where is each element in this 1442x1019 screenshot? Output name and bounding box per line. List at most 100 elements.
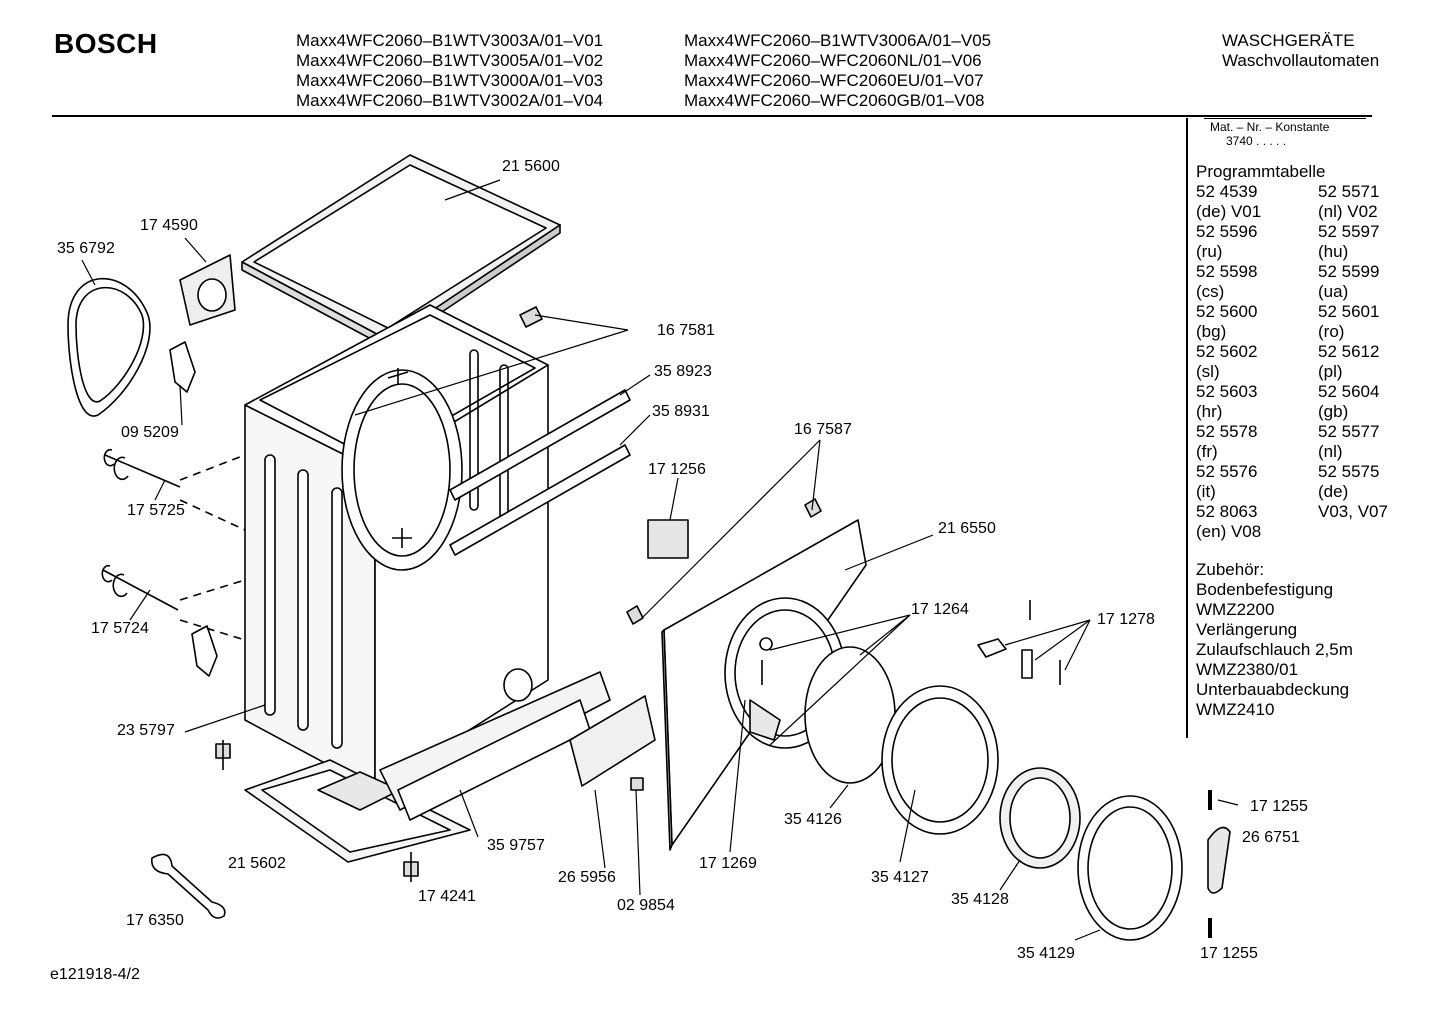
door-glass-part: [999, 767, 1081, 869]
part-number-label: 35 4127: [871, 869, 929, 886]
part-number-label: 21 6550: [938, 520, 996, 537]
drawing-id: e121918-4/2: [50, 966, 140, 983]
bearing-housing-part: [179, 254, 236, 326]
sidebar-rule: [1186, 118, 1188, 738]
clip-part: [191, 625, 218, 677]
program-table-row: (sl) (pl): [1196, 362, 1388, 382]
program-table-cell: (fr): [1196, 442, 1218, 461]
program-table-cell: 52 8063: [1196, 502, 1258, 521]
program-table-cell: (en) V08: [1196, 522, 1262, 541]
model-line: Maxx4WFC2060–B1WTV3006A/01–V05: [684, 31, 992, 50]
program-table-cell: 52 5577: [1318, 422, 1380, 441]
program-table-cell: (it): [1196, 482, 1216, 501]
front-panel-part: [379, 668, 611, 821]
door-inner-ring-part: [881, 685, 999, 835]
program-table-cell: 52 5604: [1318, 382, 1380, 401]
program-table-cell: 52 5600: [1196, 302, 1258, 321]
program-table-row: 52 5603 52 5604: [1196, 382, 1388, 402]
program-table-cell: 52 5578: [1196, 422, 1258, 441]
program-table-cell: (gb): [1318, 402, 1349, 421]
part-number-label: 17 4590: [140, 217, 198, 234]
program-table-cell: 52 5576: [1196, 462, 1258, 481]
program-table-cell: 52 5599: [1318, 262, 1380, 281]
header-rule: [52, 115, 1372, 117]
leader-lines: [81, 179, 1239, 941]
model-line: Maxx4WFC2060–B1WTV3003A/01–V01: [296, 31, 604, 50]
program-table-row: 52 5602 52 5612: [1196, 342, 1388, 362]
program-table-cell: 52 5596: [1196, 222, 1258, 241]
program-table-row: (cs) (ua): [1196, 282, 1388, 302]
part-number-label: 35 6792: [57, 240, 115, 257]
program-table-cell: (de) V01: [1196, 202, 1262, 221]
program-table-cell: 52 5612: [1318, 342, 1380, 361]
program-table-title: Programmtabelle: [1196, 162, 1326, 181]
part-number-label: 17 1264: [911, 601, 969, 618]
clip-part: [169, 341, 196, 393]
mat-nr-label: Mat. – Nr. – Konstante: [1210, 120, 1330, 134]
program-table-row: (it)(de): [1196, 482, 1388, 502]
door-outer-ring-part: [1077, 795, 1183, 941]
program-table-cell: 52 5603: [1196, 382, 1258, 401]
model-line: Maxx4WFC2060–WFC2060NL/01–V06: [684, 51, 982, 70]
accessories-list: Zubehör: Bodenbefestigung WMZ2200 Verlän…: [1196, 560, 1353, 720]
part-number-label: 17 1255: [1200, 945, 1258, 962]
detergent-drawer-part: [569, 695, 656, 787]
program-table-cell: V03, V07: [1318, 502, 1388, 521]
program-table-cell: (sl): [1196, 362, 1220, 381]
part-number-label: 26 5956: [558, 869, 616, 886]
program-table-row: 52 5600 52 5601: [1196, 302, 1388, 322]
program-table-cell: (bg): [1196, 322, 1227, 341]
model-list-right: Maxx4WFC2060–B1WTV3006A/01–V05 Maxx4WFC2…: [684, 31, 991, 111]
hook-part: [804, 498, 822, 518]
part-number-label: 35 4128: [951, 891, 1009, 908]
part-number-label: 17 1278: [1097, 611, 1155, 628]
part-number-label: 35 8931: [652, 403, 710, 420]
part-number-label: 02 9854: [617, 897, 675, 914]
part-number-label: 21 5602: [228, 855, 286, 872]
program-table-row: (ru) (hu): [1196, 242, 1388, 262]
program-table-cell: (nl): [1318, 442, 1343, 461]
part-number-label: 35 8923: [654, 363, 712, 380]
program-table-cell: (ru): [1196, 242, 1223, 261]
door-lock-part: [647, 519, 689, 559]
model-list-left: Maxx4WFC2060–B1WTV3003A/01–V01 Maxx4WFC2…: [296, 31, 603, 111]
program-table-cell: (pl): [1318, 362, 1343, 381]
program-table-cell: 52 5575: [1318, 462, 1380, 481]
program-table-cell: (nl) V02: [1318, 202, 1378, 221]
part-number-label: 17 5725: [127, 502, 185, 519]
mat-nr-rule: [1204, 118, 1366, 119]
program-table-row: 52 5576 52 5575: [1196, 462, 1388, 482]
latch-part: [977, 600, 1061, 685]
top-lid-part: [241, 154, 561, 349]
program-table-cell: 52 4539: [1196, 182, 1258, 201]
part-number-label: 17 5724: [91, 620, 149, 637]
mat-nr-value: 3740 . . . . .: [1226, 134, 1287, 148]
rail-bracket-part: [449, 389, 631, 556]
accessory-line: WMZ2200: [1196, 600, 1275, 619]
program-table-cell: 52 5601: [1318, 302, 1380, 321]
part-number-label: 17 1255: [1250, 798, 1308, 815]
part-number-label: 35 4129: [1017, 945, 1075, 962]
program-table-row: 52 5578 52 5577: [1196, 422, 1388, 442]
part-number-label: 35 9757: [487, 837, 545, 854]
program-table-row: 52 8063 V03, V07: [1196, 502, 1388, 522]
program-table-cell: (ua): [1318, 282, 1349, 301]
program-table-cell: 52 5602: [1196, 342, 1258, 361]
program-table-row: (hr)(gb): [1196, 402, 1388, 422]
part-number-label: 17 1269: [699, 855, 757, 872]
door-hinge-part: [1207, 826, 1231, 894]
accessory-line: Zubehör:: [1196, 560, 1265, 579]
part-number-label: 17 4241: [418, 888, 476, 905]
program-table-cell: (hu): [1318, 242, 1349, 261]
program-table-row: (bg)(ro): [1196, 322, 1388, 342]
program-table-row: (de) V01 (nl) V02: [1196, 202, 1388, 222]
accessory-line: Unterbauabdeckung: [1196, 680, 1350, 699]
adjustable-foot-part: [103, 448, 181, 488]
drive-belt-part: [67, 277, 151, 417]
wrench-tool-part: [151, 853, 226, 919]
program-table-cell: (cs): [1196, 282, 1225, 301]
hook-part: [626, 605, 644, 625]
